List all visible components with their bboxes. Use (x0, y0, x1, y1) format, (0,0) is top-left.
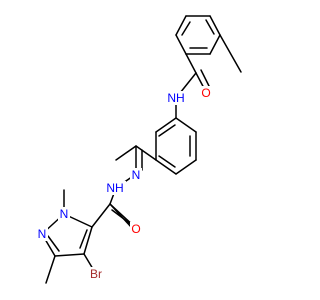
bond (155, 159, 177, 175)
atom-label-pyrazole-n2: N (38, 227, 47, 241)
bond (209, 15, 221, 36)
atom-label-amide-nh: NH (167, 91, 184, 105)
structure-canvas: NH O N NH O N N Br (36, 15, 242, 284)
bond (219, 34, 242, 73)
bond (45, 255, 56, 284)
bond (47, 235, 60, 252)
bond (115, 145, 137, 161)
bond (175, 15, 187, 36)
bond (91, 203, 111, 228)
bond (175, 34, 187, 55)
bond (135, 145, 157, 161)
bond (175, 159, 197, 175)
bond (205, 19, 215, 35)
bond (158, 155, 176, 168)
bond-layer (41, 15, 242, 284)
bond (158, 124, 176, 137)
bond (79, 229, 88, 249)
atom-label-hydrazide-o: O (131, 222, 140, 236)
bond (209, 34, 221, 55)
atom-label-imine-n: N (132, 168, 141, 182)
bond (83, 226, 93, 255)
bond (54, 253, 85, 257)
bond (155, 117, 177, 133)
atom-label-pyrazole-n1: N (60, 207, 69, 221)
bond (185, 53, 197, 74)
atom-label-bromine: Br (90, 267, 102, 281)
bond (181, 21, 191, 36)
atom-label-hydrazide-nh: NH (106, 181, 123, 195)
molecule-diagram: NH O N NH O N N Br (36, 15, 242, 284)
atom-label-amide-o: O (201, 86, 210, 100)
bond (200, 69, 211, 89)
bond (175, 117, 197, 133)
atom-label-layer: NH O N NH O N N Br (36, 86, 212, 281)
